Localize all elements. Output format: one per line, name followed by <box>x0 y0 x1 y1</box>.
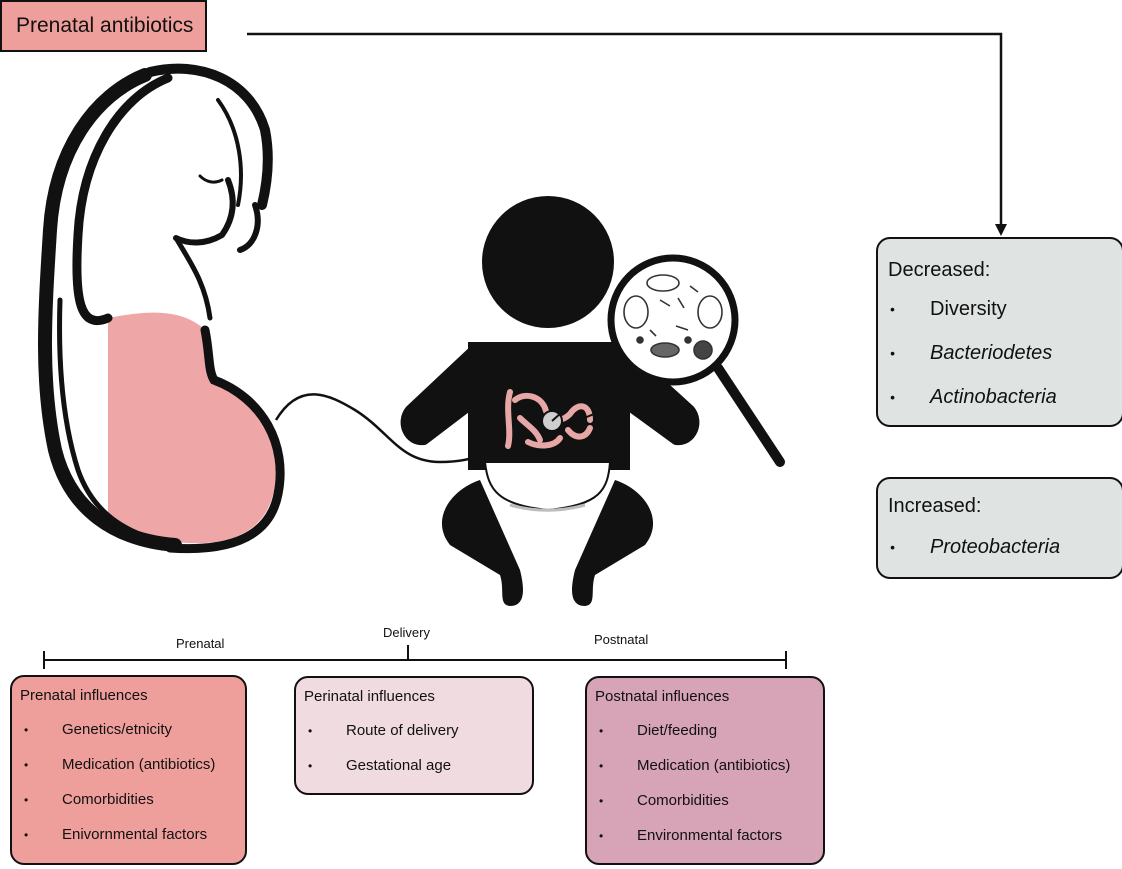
increased-box: Increased: Proteobacteria <box>876 477 1122 579</box>
postnatal-influence-item: Comorbidities <box>595 788 790 823</box>
magnifier-icon <box>551 254 785 467</box>
perinatal-influences-box: Perinatal influences Route of delivery G… <box>294 676 534 795</box>
postnatal-influence-item: Medication (antibiotics) <box>595 753 790 788</box>
prenatal-influences-heading: Prenatal influences <box>20 687 148 704</box>
timeline-label-postnatal: Postnatal <box>594 632 649 647</box>
postnatal-influences-heading: Postnatal influences <box>595 688 730 705</box>
decreased-list: Diversity Bacteriodetes Actinobacteria <box>886 287 1057 419</box>
perinatal-influences-heading: Perinatal influences <box>304 688 435 705</box>
prenatal-antibiotics-box: Prenatal antibiotics <box>0 0 207 52</box>
bacteria-icon <box>623 274 723 360</box>
prenatal-influences-box: Prenatal influences Genetics/etnicity Me… <box>10 675 247 865</box>
postnatal-influences-box: Postnatal influences Diet/feeding Medica… <box>585 676 825 865</box>
decreased-heading: Decreased: <box>888 259 991 281</box>
timeline-label-delivery: Delivery <box>383 625 430 640</box>
increased-item: Proteobacteria <box>886 525 1060 569</box>
increased-heading: Increased: <box>888 495 982 517</box>
pregnant-woman-icon <box>38 63 285 554</box>
increased-list: Proteobacteria <box>886 525 1060 569</box>
decreased-item: Diversity <box>886 287 1057 331</box>
prenatal-influences-list: Genetics/etnicity Medication (antibiotic… <box>20 717 215 857</box>
perinatal-influence-item: Route of delivery <box>304 718 459 753</box>
timeline-label-prenatal: Prenatal <box>176 636 225 651</box>
prenatal-influence-item: Medication (antibiotics) <box>20 752 215 787</box>
connector-arrow <box>247 32 1007 236</box>
prenatal-influence-item: Comorbidities <box>20 787 215 822</box>
postnatal-influence-item: Diet/feeding <box>595 718 790 753</box>
perinatal-influences-list: Route of delivery Gestational age <box>304 718 459 788</box>
prenatal-influence-item: Genetics/etnicity <box>20 717 215 752</box>
perinatal-influence-item: Gestational age <box>304 753 459 788</box>
baby-icon <box>400 196 700 606</box>
decreased-box: Decreased: Diversity Bacteriodetes Actin… <box>876 237 1122 427</box>
postnatal-influences-list: Diet/feeding Medication (antibiotics) Co… <box>595 718 790 858</box>
decreased-item: Bacteriodetes <box>886 331 1057 375</box>
timeline <box>43 645 787 669</box>
postnatal-influence-item: Environmental factors <box>595 823 790 858</box>
decreased-item: Actinobacteria <box>886 375 1057 419</box>
prenatal-antibiotics-label: Prenatal antibiotics <box>16 14 194 37</box>
prenatal-influence-item: Enivornmental factors <box>20 822 215 857</box>
